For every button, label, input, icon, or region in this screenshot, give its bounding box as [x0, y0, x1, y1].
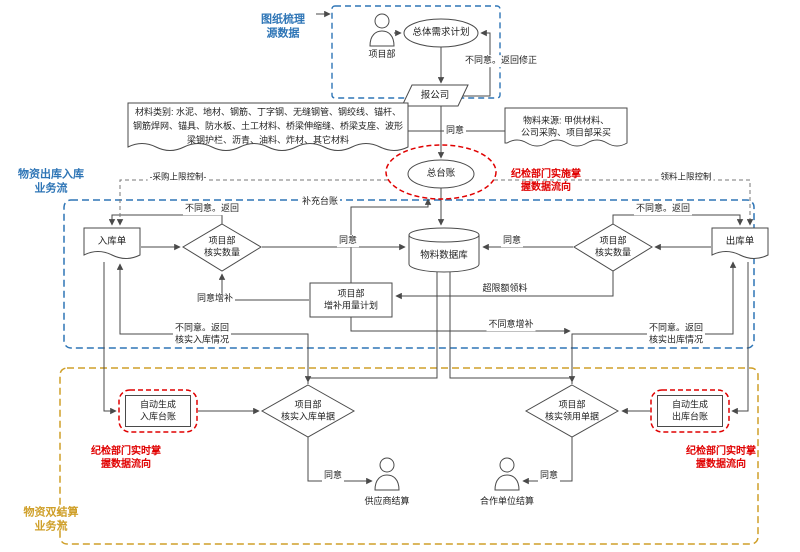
supplement-plan-node: 项目部 增补用量计划 [323, 288, 379, 310]
disagree-verify-inbound-label: 不同意。返回 核实入库情况 [172, 322, 232, 346]
materials-database-node: 物料数据库 [420, 249, 468, 261]
top-section-box [331, 5, 501, 99]
verify-inbound-docs-node: 项目部 核实入库单据 [280, 399, 336, 421]
verify-inbound-docs-diamond [260, 384, 356, 438]
general-ledger-ellipse [407, 159, 475, 189]
auto-inbound-ledger-node: 自动生成 入库台账 [139, 399, 177, 421]
disagree-verify-outbound-label: 不同意。返回 核实出库情况 [646, 322, 706, 346]
disagree-return-label-right: 不同意。返回 [633, 203, 693, 215]
project-dept-label: 项目部 [368, 49, 396, 60]
requisition-limit-label: 领料上限控制 [658, 171, 714, 183]
materials-database-cylinder-top [408, 227, 480, 243]
partner-settlement-label: 合作单位结算 [479, 496, 535, 507]
report-company-parallelogram [401, 84, 469, 107]
over-limit-label: 超限额领料 [480, 283, 530, 295]
dashed-control-lines [116, 179, 754, 226]
person-icon-partner [494, 457, 520, 491]
inbound-order-shape [83, 227, 141, 259]
material-source-shape [504, 107, 628, 147]
verify-quantity-node-right: 项目部 核实数量 [594, 235, 632, 257]
disagree-return-fix-label: 不同意。返回修正 [462, 55, 540, 67]
disagree-supplement-label: 不同意增补 [486, 319, 536, 331]
settlement-flow-box [59, 367, 759, 545]
agree-label-bottom-left: 同意 [321, 470, 345, 482]
discipline-annotation-right: 纪检部门实时掌 握数据流向 [686, 446, 756, 470]
verify-quantity-diamond-right [573, 223, 653, 272]
disagree-return-label-left: 不同意。返回 [182, 203, 242, 215]
outbound-order-node: 出库单 [725, 235, 755, 247]
material-source-note: 物料来源: 甲供材料、 公司采购、项目部采买 [520, 115, 612, 137]
agree-label-left: 同意 [336, 235, 360, 247]
inbound-order-node: 入库单 [97, 235, 127, 247]
auto-outbound-ledger-node: 自动生成 出库台账 [671, 399, 709, 421]
materials-database-cylinder [408, 235, 480, 273]
report-company-node: 报公司 [420, 89, 450, 101]
auto-outbound-ledger-shape [657, 395, 723, 427]
agree-label-top: 同意 [443, 125, 467, 137]
agree-supplement-label: 同意增补 [194, 293, 236, 305]
agree-label-bottom-right: 同意 [537, 470, 561, 482]
flow-title-settlement: 物资双结算 业务流 [23, 506, 79, 533]
flow-title-source-data: 图纸梳理 源数据 [261, 13, 305, 40]
verify-quantity-diamond-left [182, 223, 262, 272]
verify-requisition-docs-node: 项目部 核实领用单据 [544, 399, 600, 421]
discipline-annotation-mid: 纪检部门实施掌 握数据流向 [511, 169, 581, 193]
material-category-shape [127, 102, 409, 151]
discipline-outline-inbound-ledger [118, 389, 198, 433]
supplement-ledger-label: 补充台账 [299, 196, 341, 208]
person-icon-project-dept [369, 13, 395, 47]
discipline-outline-outbound-ledger [650, 389, 730, 433]
discipline-ellipse-outline [385, 144, 497, 200]
person-icon-supplier [374, 457, 400, 491]
flow-title-in-out: 物资出库入库 业务流 [18, 168, 84, 195]
inout-flow-box [63, 199, 755, 349]
verify-quantity-node-left: 项目部 核实数量 [203, 235, 241, 257]
supplier-settlement-label: 供应商结算 [364, 496, 410, 507]
overall-plan-node: 总体需求计划 [412, 26, 470, 38]
purchase-limit-label: -采购上限控制- [147, 171, 209, 183]
agree-label-right: 同意 [500, 235, 524, 247]
general-ledger-node: 总台账 [426, 167, 456, 179]
overall-plan-ellipse [403, 18, 479, 48]
supplement-plan-rect [309, 282, 393, 318]
verify-requisition-docs-diamond [524, 384, 620, 438]
material-category-note: 材料类别: 水泥、地材、钢筋、丁字钢、无缝钢管、钢绞线、锚杆、钢筋焊网、锚具、防… [132, 107, 403, 145]
auto-inbound-ledger-shape [125, 395, 191, 427]
outbound-order-shape [711, 227, 769, 259]
discipline-annotation-left: 纪检部门实时掌 握数据流向 [91, 446, 161, 470]
